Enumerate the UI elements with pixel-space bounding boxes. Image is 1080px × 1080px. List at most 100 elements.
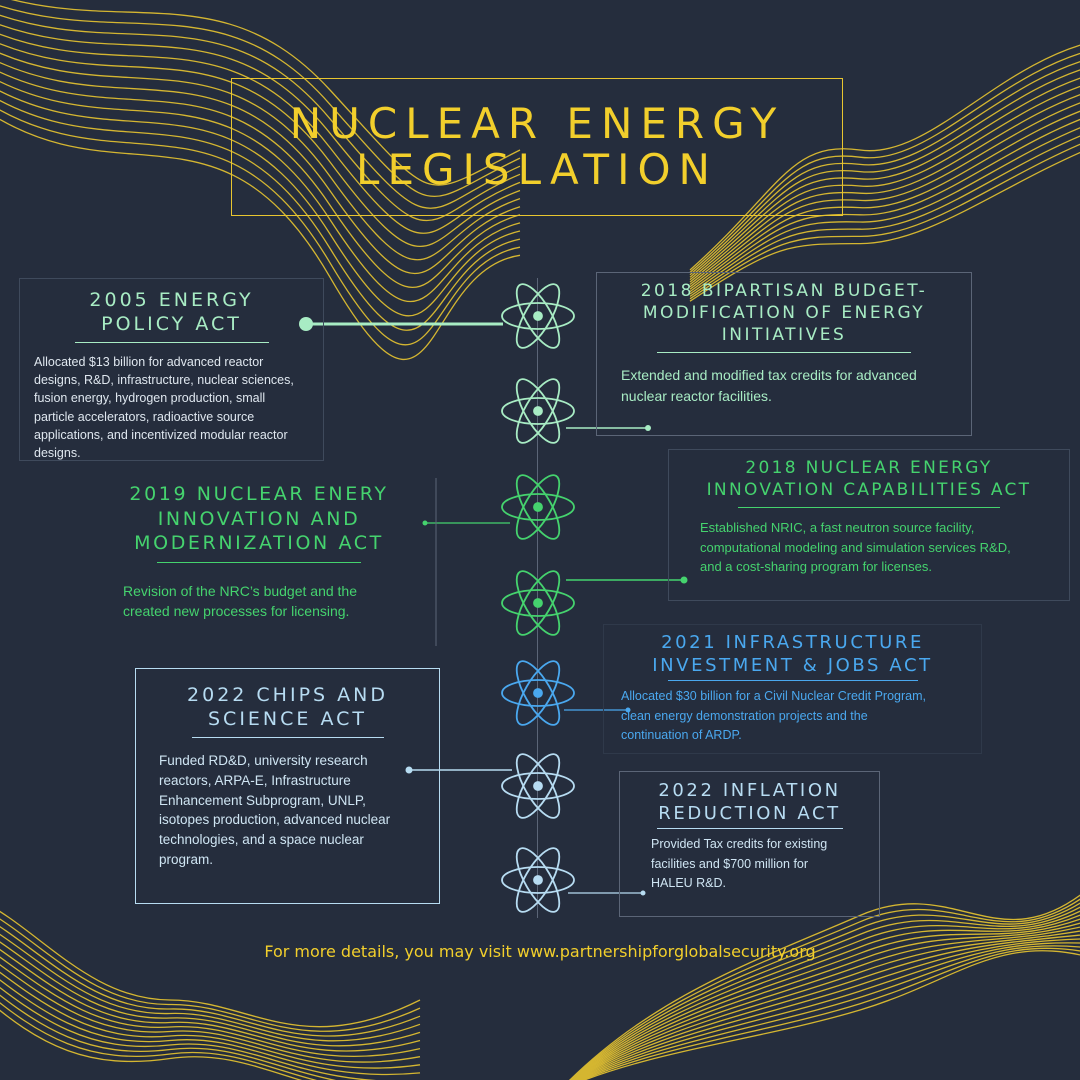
act-title: 2022 INFLATION REDUCTION ACT (620, 779, 879, 825)
act-title: 2022 CHIPS AND SCIENCE ACT (136, 683, 439, 731)
description-line: facilities and $700 million for (651, 856, 809, 871)
act-title-line: SCIENCE ACT (208, 708, 367, 730)
description-line: fusion energy, hydrogen production, smal… (34, 391, 266, 406)
description-line: and a cost-sharing program for licenses. (700, 559, 932, 574)
description-line: designs. (34, 446, 81, 461)
wave-line (577, 942, 1080, 1080)
connector-2005 (299, 317, 503, 331)
atom-icon (501, 753, 575, 819)
act-description: Funded RD&D, university research reactor… (159, 751, 439, 870)
wave-line (572, 922, 1080, 1080)
wave-line (689, 61, 1080, 276)
wave-line (0, 71, 521, 289)
wave-line (0, 1009, 303, 1080)
act-card-2005-energy-policy: 2005 ENERGY POLICY ACT Allocated $13 bil… (19, 278, 324, 461)
atom-icon (501, 474, 575, 540)
act-title-line: 2022 INFLATION (658, 780, 841, 801)
wave-line (689, 118, 1080, 293)
wave-line (0, 979, 421, 1076)
connector-2022-ira (568, 890, 646, 896)
description-line: Funded RD&D, university research (159, 753, 368, 768)
act-card-2021-infrastructure-investment-jobs: 2021 INFRASTRUCTURE INVESTMENT & JOBS AC… (603, 624, 982, 754)
wave-line (0, 52, 521, 261)
wave-line (580, 947, 1080, 1080)
atom-icon (501, 847, 575, 913)
title-underline (667, 680, 918, 681)
act-title: 2018 NUCLEAR ENERGY INNOVATION CAPABILIT… (669, 457, 1069, 501)
description-line: program. (159, 851, 214, 867)
act-description: Allocated $30 billion for a Civil Nuclea… (621, 687, 981, 746)
act-title-line: INNOVATION CAPABILITIES ACT (706, 480, 1032, 500)
description-line: Established NRIC, a fast neutron source … (700, 520, 975, 535)
wave-line (0, 80, 521, 303)
page-title-line-1: NUCLEAR ENERGY (289, 99, 785, 148)
atom-icon (501, 570, 575, 636)
description-line: Extended and modified tax credits for ad… (621, 367, 917, 383)
connector-2018-budget (566, 425, 651, 431)
act-title-line: 2018 NUCLEAR ENERGY (745, 458, 993, 478)
wave-line (689, 69, 1080, 278)
wave-line (0, 971, 421, 1069)
wave-line (0, 986, 377, 1080)
wave-line (0, 43, 521, 247)
description-line: clean energy demonstration projects and … (621, 708, 868, 723)
wave-line (0, 956, 421, 1057)
connector-2019 (422, 478, 510, 646)
atom-icon (501, 378, 575, 444)
act-title-line: 2018 BIPARTISAN BUDGET- (640, 281, 928, 301)
act-title-line: 2019 NUCLEAR ENERY (129, 483, 389, 505)
wave-line (0, 33, 521, 234)
wave-line (569, 902, 1080, 1080)
act-title-line: MODERNIZATION ACT (134, 532, 384, 554)
wave-line (689, 143, 1080, 300)
description-line: technologies, and a space nuclear (159, 832, 364, 848)
description-line: computational modeling and simulation se… (700, 539, 1011, 555)
wave-line (0, 926, 421, 1037)
wave-line (573, 926, 1080, 1080)
act-title-line: 2021 INFRASTRUCTURE (661, 632, 924, 653)
act-title-line: INVESTMENT & JOBS ACT (652, 654, 933, 676)
description-line: continuation of ARDP. (621, 728, 742, 742)
act-title-line: MODIFICATION OF ENERGY (642, 303, 926, 323)
act-title-line: 2022 CHIPS AND (187, 684, 388, 706)
wave-line (570, 906, 1080, 1080)
connector-2021 (564, 707, 631, 713)
description-line: designs, R&D, infrastructure, nuclear sc… (34, 373, 294, 388)
title-underline (74, 342, 269, 343)
wave-line (689, 44, 1080, 271)
wave-line (689, 77, 1080, 281)
wave-line (571, 914, 1080, 1080)
description-line: Revision of the NRC’s budget and the (123, 582, 357, 599)
wave-line (0, 109, 521, 346)
act-title: 2005 ENERGY POLICY ACT (20, 288, 323, 336)
act-title: 2021 INFRASTRUCTURE INVESTMENT & JOBS AC… (604, 632, 981, 677)
wave-line (574, 930, 1080, 1080)
act-title: 2018 BIPARTISAN BUDGET- MODIFICATION OF … (597, 280, 971, 346)
wave-line (689, 94, 1080, 285)
act-title-line: POLICY ACT (101, 313, 242, 335)
description-line: reactors, ARPA-E, Infrastructure (159, 772, 351, 788)
connector-2018-nuclear (566, 576, 688, 584)
act-description: Allocated $13 billion for advanced react… (34, 353, 323, 462)
wave-line (582, 950, 1080, 1080)
description-line: Provided Tax credits for existing (651, 837, 828, 851)
connector-2022-chips (405, 766, 512, 774)
act-description: Provided Tax credits for existing facili… (651, 835, 879, 894)
wave-line (689, 110, 1080, 290)
act-title-line: INITIATIVES (721, 325, 847, 345)
wave-line (0, 61, 521, 275)
footer-link-text[interactable]: For more details, you may visit www.part… (264, 942, 816, 961)
wave-line (0, 933, 421, 1042)
act-description: Established NRIC, a fast neutron source … (700, 518, 1069, 577)
wave-line (569, 898, 1080, 1080)
description-line: Allocated $30 billion for a Civil Nuclea… (621, 689, 926, 703)
wave-line (0, 910, 421, 1028)
wave-line (0, 99, 521, 331)
description-line: nuclear reactor facilities. (621, 388, 772, 404)
wave-line (571, 918, 1080, 1080)
wave-line (570, 910, 1080, 1080)
wave-line (569, 894, 1080, 1080)
description-line: applications, and incentivized modular r… (34, 427, 288, 442)
wave-line (575, 934, 1080, 1080)
